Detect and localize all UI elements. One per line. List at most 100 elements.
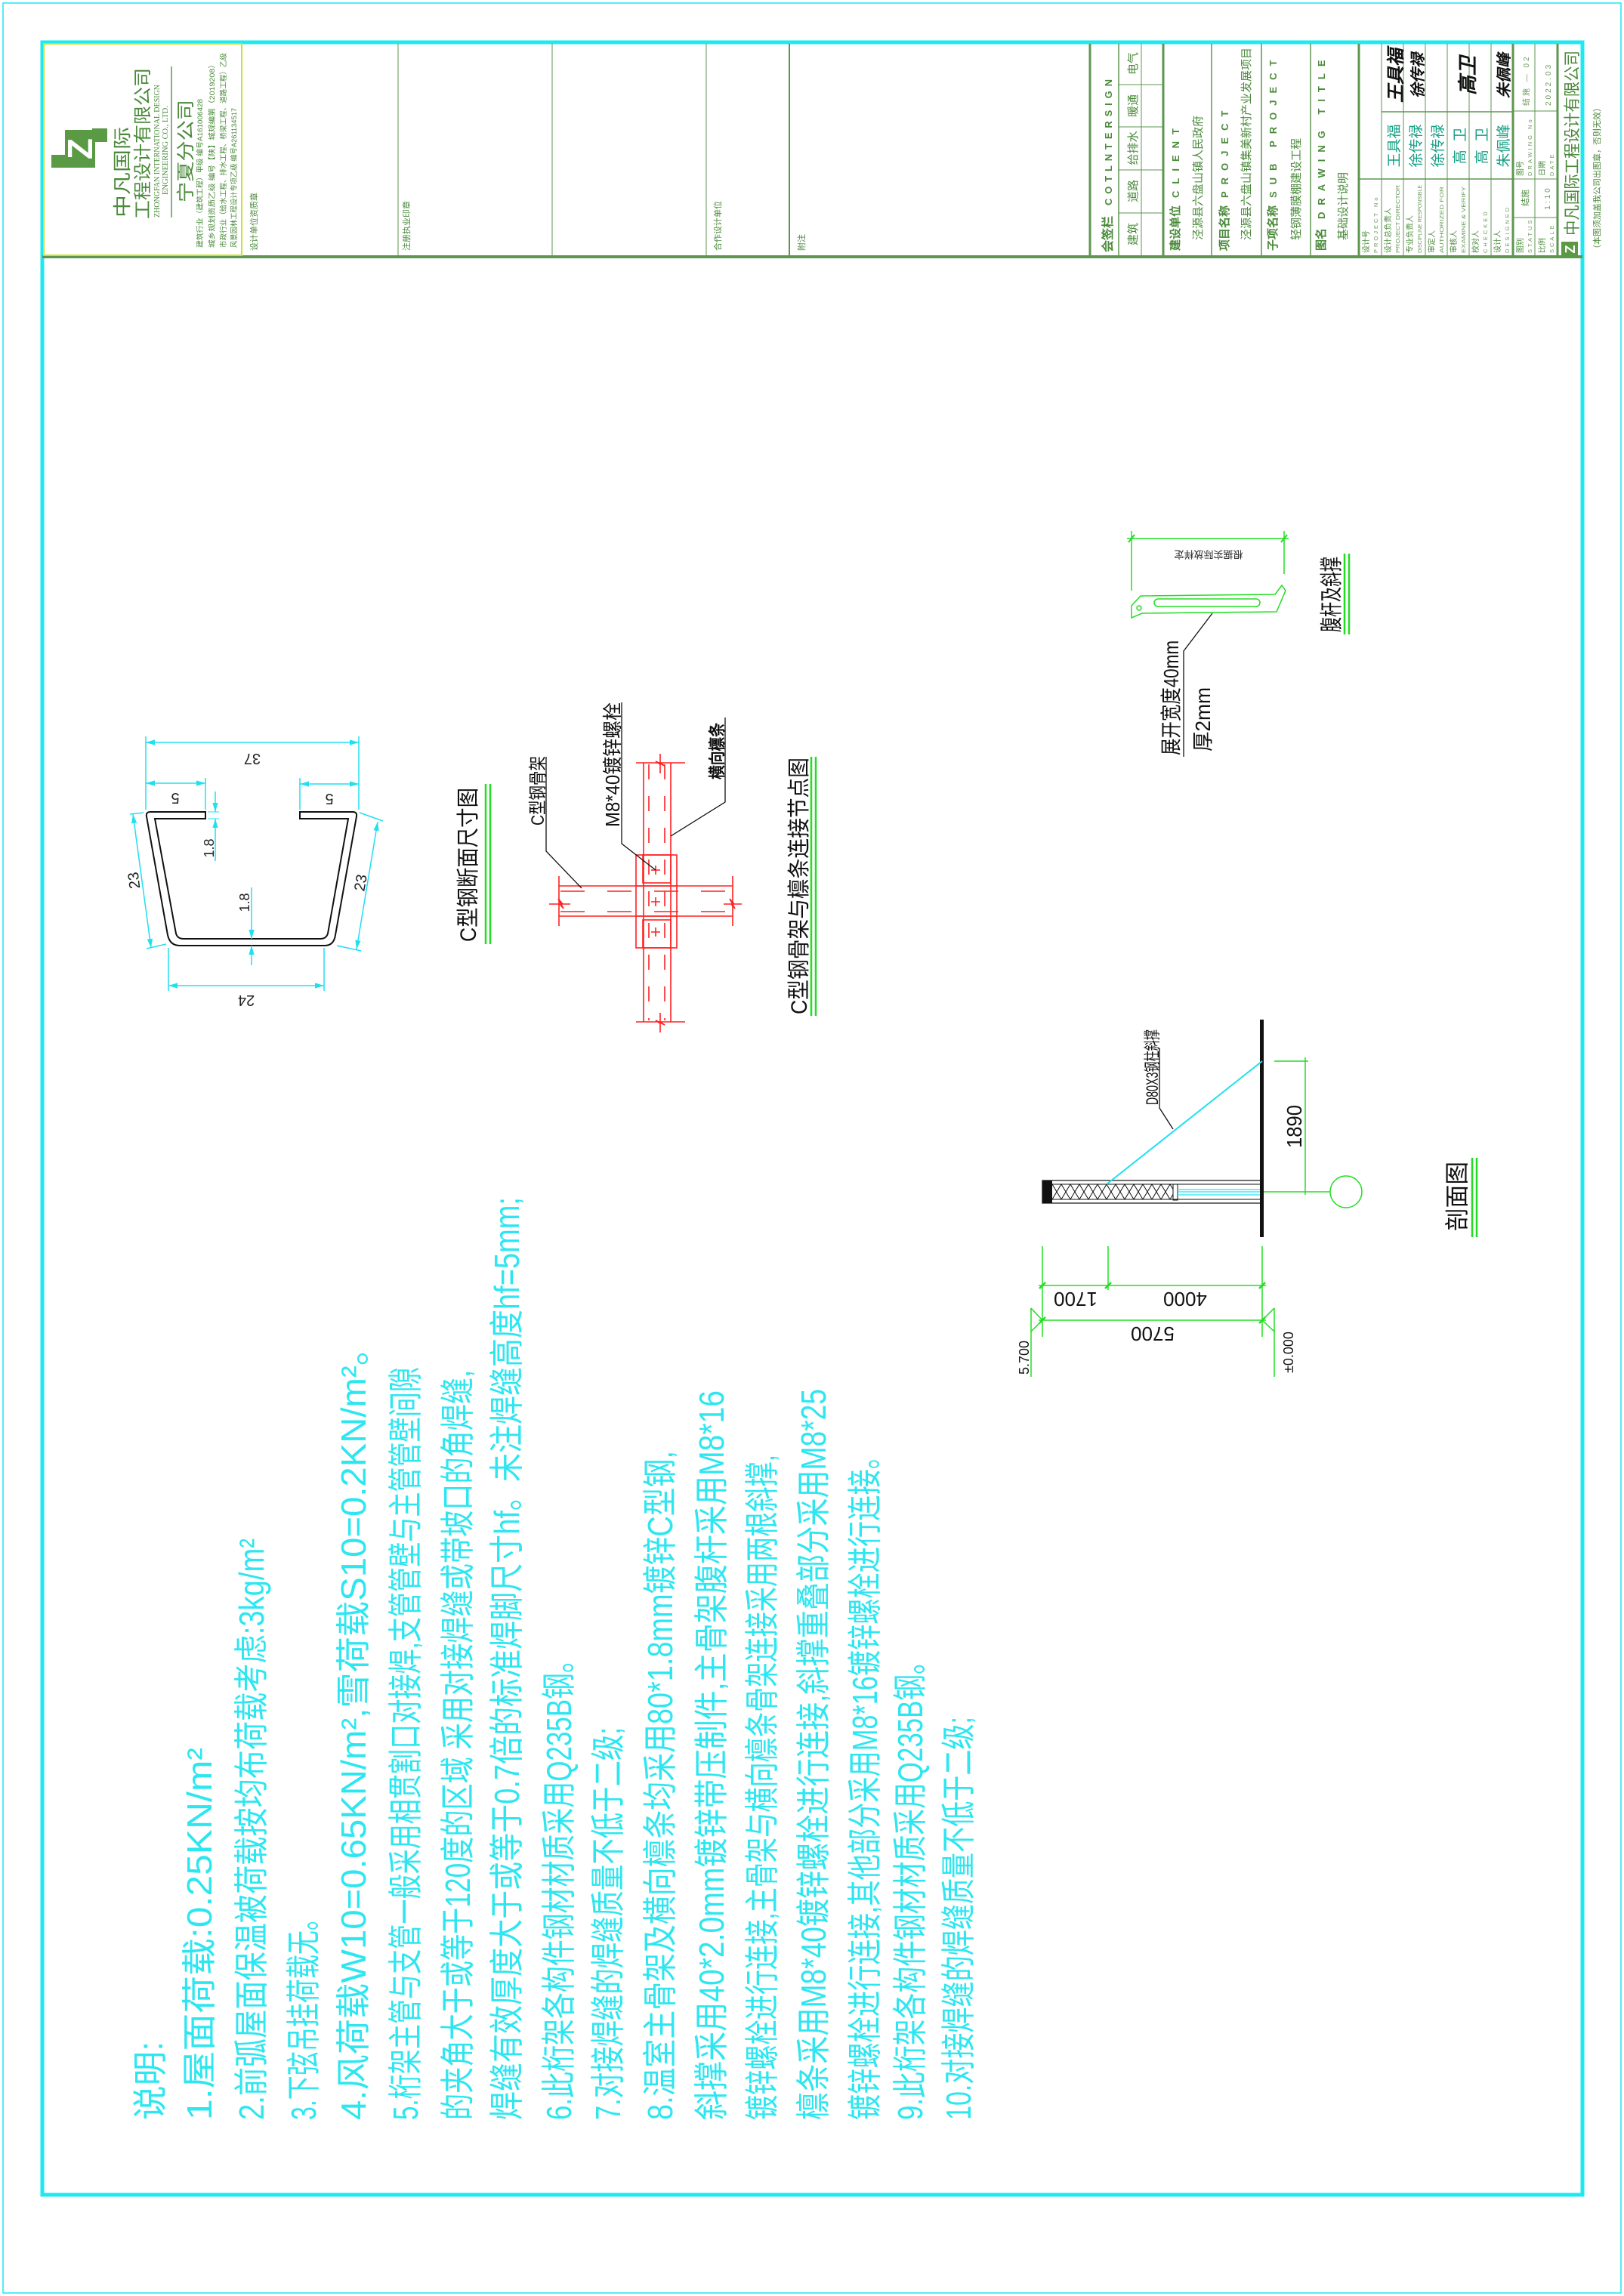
signature-row: 设计总负责人 PROJECT DIRECTOR 王具福 王具福 bbox=[1383, 45, 1406, 253]
note-line: 焊缝有效厚度大于或等于0.7倍的标准焊脚尺寸hf。未注焊缝高度hf=5mm; bbox=[487, 1197, 526, 2120]
dimension-flange-right: 23 bbox=[336, 812, 384, 952]
company-branch: 宁夏分公司 bbox=[176, 100, 196, 202]
section-view-title: 剖面图 bbox=[1443, 1162, 1471, 1231]
steel-column bbox=[1260, 1020, 1264, 1237]
elevation-top: 5.700 bbox=[1017, 1341, 1032, 1375]
spec-thickness: 厚2mm bbox=[1191, 687, 1215, 751]
design-unit-seal-label: 设计单位资质章 bbox=[249, 193, 259, 251]
spec-width: 展开宽度40mm bbox=[1159, 640, 1183, 755]
c-section-drawing: 37 5 5 24 23 23 bbox=[125, 736, 492, 1008]
signature-row-label: 设计号 bbox=[1361, 230, 1371, 253]
dim-label: 5 bbox=[171, 789, 179, 806]
dimension-flange-left: 23 bbox=[125, 812, 167, 949]
status-label: 图别 bbox=[1516, 238, 1525, 253]
signature-row: 校对人 CHECKED 高 卫 bbox=[1471, 128, 1490, 253]
project-value: 泾源县六盘山镇集美新村产业发展项目 bbox=[1240, 48, 1253, 240]
signature-row-label: 设计人 bbox=[1493, 230, 1502, 253]
qualification-line: 城乡规划资质乙级 编号【陕】城规编第（2019208） bbox=[208, 60, 217, 248]
drawing-no-label-en: DRAWING No bbox=[1527, 117, 1533, 176]
bolt-cross-icon bbox=[651, 897, 660, 906]
footer-logo-letter: Z bbox=[1563, 245, 1578, 254]
signature-row-label: 审定人 bbox=[1427, 230, 1437, 253]
discipline-cell: 道路 bbox=[1127, 180, 1140, 202]
signature-row: 设计人 DESIGNED 朱佩峰 朱佩峰 bbox=[1493, 51, 1513, 253]
date-label-en: DATE bbox=[1548, 153, 1555, 176]
elevation-marker-base: ±0.000 bbox=[1261, 1307, 1296, 1377]
note-line: 斜撑采用40*2.0mm镀锌带压制件,主骨架腹杆采用M8*16 bbox=[692, 1390, 731, 2120]
section-view-drawing: D80X3钢柱斜撑 1890 1700 4000 5700 5.700 ±0.0… bbox=[1017, 1020, 1478, 1377]
countersign-label-en: COTLNTERSIGN bbox=[1103, 79, 1114, 205]
note-line: 3.下弦吊挂荷载无。 bbox=[284, 1906, 323, 2120]
title-block: 会签栏 COTLNTERSIGN 建筑 道路 给排水 暖通 电气 建设单位 CL… bbox=[1101, 45, 1602, 257]
main-border bbox=[40, 40, 1585, 2197]
discipline-cell: 电气 bbox=[1127, 52, 1140, 75]
notes-title: 说明: bbox=[131, 2041, 170, 2120]
project-label-en: PROJECT bbox=[1219, 104, 1230, 198]
client-label: 建设单位 bbox=[1169, 205, 1182, 251]
date-label: 日期 bbox=[1538, 161, 1547, 176]
signature-row: 审核人 EXAMINE & VERIFY 高 卫 高卫 bbox=[1449, 54, 1480, 253]
dim-label: 24 bbox=[238, 992, 255, 1008]
c-section-title: C型钢断面尺寸图 bbox=[456, 788, 481, 942]
c-steel-frame-member bbox=[549, 876, 742, 926]
signature-row-label-en: AUTHORIZED FOR bbox=[1438, 186, 1445, 253]
remarks-label: 附注 bbox=[796, 234, 807, 251]
scale-label: 比例 bbox=[1537, 238, 1547, 253]
project-label: 项目名称 bbox=[1218, 205, 1231, 251]
leader-line bbox=[621, 702, 656, 871]
joint-detail-title: C型钢骨架与檩条连接节点图 bbox=[787, 758, 812, 1014]
signature-row-label-en: DESIGNED bbox=[1504, 205, 1511, 253]
signature-row-name: 徐传禄 bbox=[1430, 124, 1446, 167]
signature-row-name: 高 卫 bbox=[1474, 128, 1490, 165]
dim-label: 5 bbox=[325, 790, 333, 807]
note-line: 2.前弧屋面保温被荷载按均布荷载考虑:3kg/m² bbox=[232, 1538, 271, 2120]
signature-row-label-en: CHECKED bbox=[1482, 209, 1489, 253]
note-line: 8.温室主骨架及横向檩条均采用80*1.8mm镀锌C型钢, bbox=[641, 1451, 680, 2120]
dim-segment: 1700 bbox=[1054, 1288, 1098, 1310]
scale-label-en: SCALE bbox=[1548, 223, 1555, 253]
drawing-title-label: 图名 bbox=[1314, 228, 1328, 251]
leader-line bbox=[1159, 1048, 1174, 1130]
cross-hatch bbox=[1052, 1184, 1173, 1199]
note-line: 1.屋面荷载:0.25KN/m² bbox=[180, 1748, 219, 2120]
handwritten-signature: 王具福 bbox=[1385, 45, 1406, 103]
discipline-cell: 暖通 bbox=[1127, 94, 1140, 117]
purlin-member bbox=[636, 754, 685, 1032]
client-label-en: CLIENT bbox=[1170, 122, 1181, 198]
logo-letter: Z bbox=[60, 138, 100, 159]
countersign-label: 会签栏 bbox=[1101, 216, 1115, 252]
scale-value: 1:10 bbox=[1544, 186, 1552, 209]
elevation-marker-top: 5.700 bbox=[1017, 1307, 1044, 1377]
dim-total: 5700 bbox=[1131, 1322, 1175, 1345]
note-line: 9.此桁架各构件钢材材质采用Q235B钢。 bbox=[891, 1648, 930, 2120]
seal-notice: （本图须加盖我公司出图章，否则无效） bbox=[1592, 103, 1602, 253]
axis-marker bbox=[1329, 1175, 1363, 1208]
registered-seal-label: 注册执业印章 bbox=[401, 201, 412, 251]
footer-logo: Z bbox=[1561, 242, 1578, 257]
dimension-thickness-web: 1.8 bbox=[237, 887, 255, 965]
bolt-cross-icon bbox=[651, 927, 660, 937]
signature-row-name: 王具福 bbox=[1386, 124, 1403, 167]
dim-label: 23 bbox=[125, 871, 144, 890]
signature-row-label-en: PROJECT No bbox=[1372, 195, 1379, 253]
elevation-base: ±0.000 bbox=[1281, 1332, 1296, 1373]
company-name-en-line1: ZHONGFAN INTERNATIONAL DESIGN bbox=[153, 85, 162, 218]
handwritten-signature: 徐传禄 bbox=[1409, 51, 1427, 98]
dimension-lip-left: 5 bbox=[146, 778, 206, 810]
status-label-en: STATUS bbox=[1527, 218, 1533, 253]
discipline-cell: 给排水 bbox=[1127, 131, 1140, 165]
sub-project-label: 子项名称 bbox=[1266, 205, 1280, 251]
note-line: 6.此桁架各构件钢材材质采用Q235B钢。 bbox=[539, 1646, 579, 2120]
dimension-lip-right: 5 bbox=[299, 778, 359, 810]
company-name-line1: 中凡国际 bbox=[113, 127, 133, 218]
signature-row-label: 审核人 bbox=[1449, 230, 1459, 253]
brace-label: D80X3钢柱斜撑 bbox=[1143, 1029, 1162, 1105]
dim-label: 1.8 bbox=[202, 838, 217, 857]
qualification-line: 市政行业（给水工程、排水工程、桥梁工程、道路工程）乙级 bbox=[219, 53, 228, 248]
dimension-base: 24 bbox=[168, 948, 325, 1008]
note-line: 镀锌螺栓进行连接,主骨架与横向檩条骨架连接采用两根斜撑, bbox=[743, 1455, 782, 2120]
signature-row-name: 朱佩峰 bbox=[1496, 124, 1512, 167]
signature-row-label-en: PROJECT DIRECTOR bbox=[1394, 184, 1401, 253]
company-name-line2: 工程设计有限公司 bbox=[133, 68, 153, 219]
